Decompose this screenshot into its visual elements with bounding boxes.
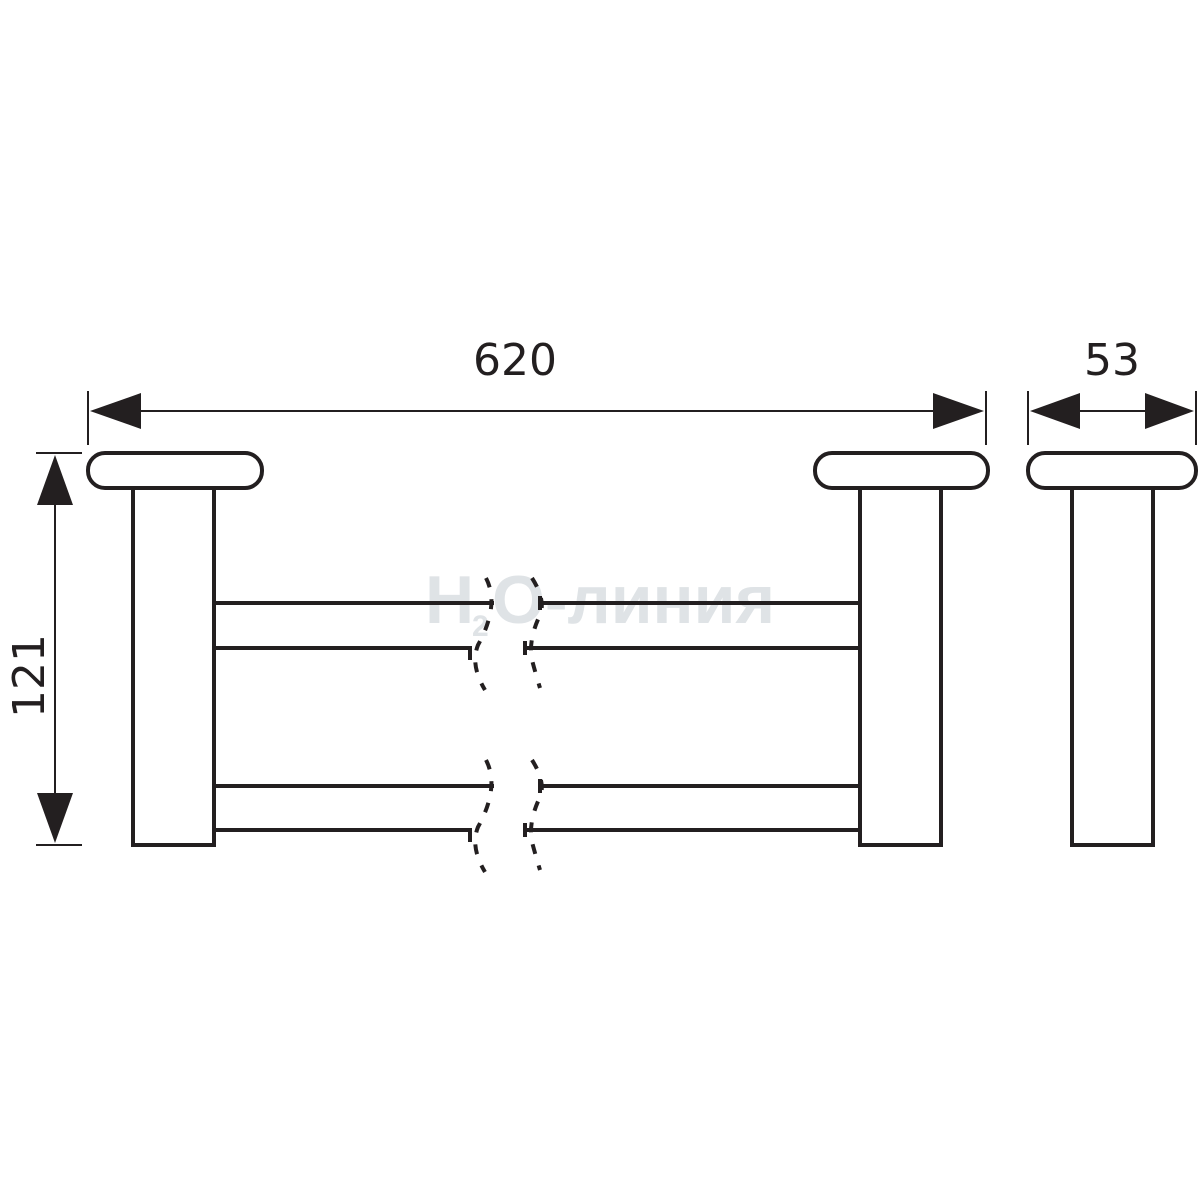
arrow-left-icon [1030,393,1080,429]
arrow-down-icon [37,793,73,843]
watermark-subscript: 2 [472,610,489,643]
side-view-bracket [1026,451,1198,847]
height-label: 121 [4,634,55,718]
depth-label: 53 [1084,335,1140,386]
arrow-up-icon [37,455,73,505]
length-label: 620 [473,335,557,386]
arrow-left-icon [90,393,141,429]
height-dimension: 121 [4,452,82,846]
length-dimension: 620 [87,335,987,445]
arrow-right-icon [933,393,984,429]
depth-dimension: 53 [1027,335,1197,445]
arrow-right-icon [1145,393,1194,429]
watermark-h: H [425,562,474,638]
right-bracket [813,451,990,847]
upper-rail [214,576,860,692]
left-bracket [86,451,264,847]
lower-rail [214,758,860,874]
